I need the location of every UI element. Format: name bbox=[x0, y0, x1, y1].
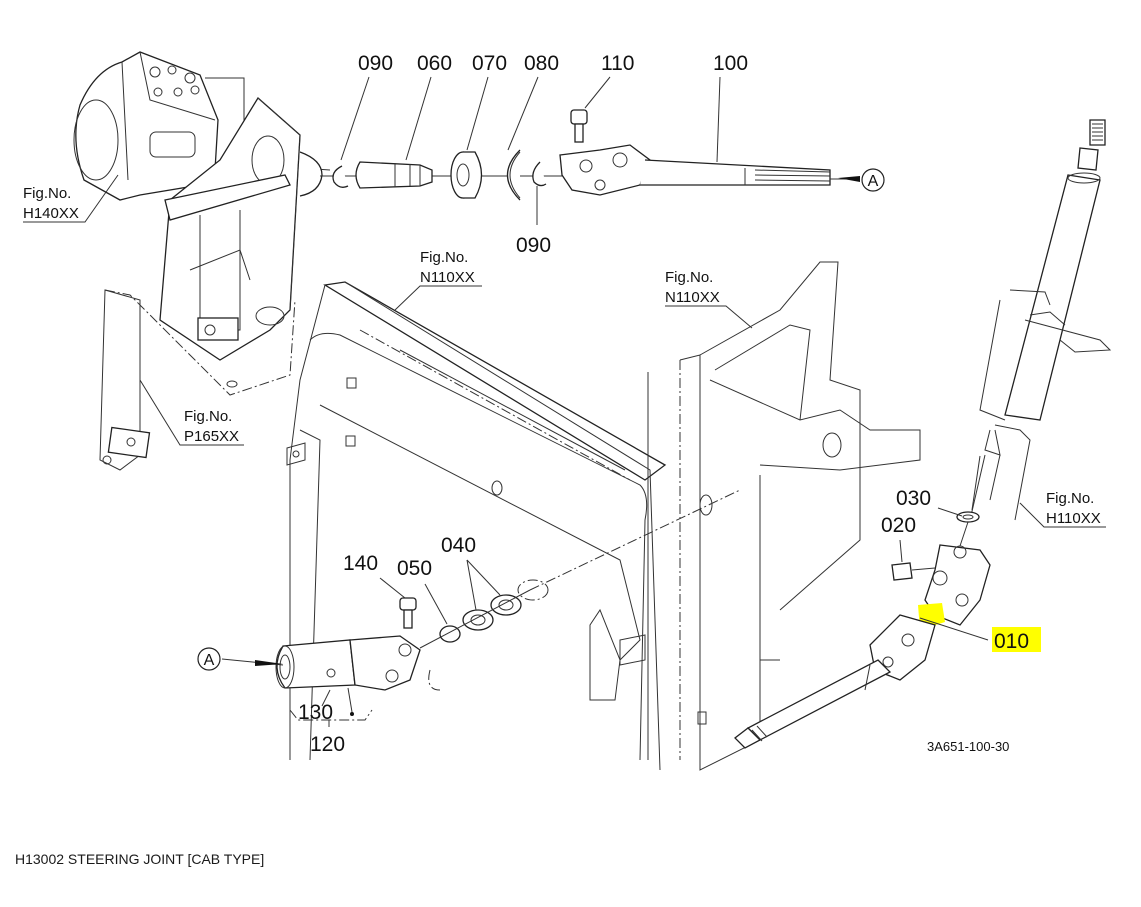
figure-ref-code: P165XX bbox=[184, 428, 239, 445]
part-label-070[interactable]: 070 bbox=[472, 52, 507, 75]
cab-frame-drawing bbox=[286, 281, 667, 771]
part-labels: 090 060 070 080 110 100 090 140 050 040 … bbox=[298, 52, 1041, 756]
part-label-090-bottom[interactable]: 090 bbox=[516, 234, 551, 257]
steering-column-drawing bbox=[969, 119, 1112, 521]
part-label-050[interactable]: 050 bbox=[397, 557, 432, 580]
part-label-040[interactable]: 040 bbox=[441, 534, 476, 557]
part-label-100[interactable]: 100 bbox=[713, 52, 748, 75]
connector-a-bottom: A bbox=[197, 647, 221, 671]
part-label-080[interactable]: 080 bbox=[524, 52, 559, 75]
figure-ref-prefix: Fig.No. bbox=[184, 408, 232, 425]
lower-left-joint-drawing bbox=[221, 579, 549, 691]
figure-ref-code: N110XX bbox=[665, 289, 720, 306]
connector-a-bottom-label: A bbox=[204, 652, 215, 669]
figure-ref-code: N110XX bbox=[420, 269, 475, 286]
figure-ref-prefix: Fig.No. bbox=[1046, 490, 1094, 507]
figure-ref-n110xx-right[interactable]: Fig.No. N110XX bbox=[665, 269, 753, 329]
part-label-010-highlight bbox=[992, 627, 1041, 652]
connector-a-top: A bbox=[861, 168, 885, 192]
figure-ref-h110xx[interactable]: Fig.No. H110XX bbox=[1019, 490, 1106, 528]
part-label-140[interactable]: 140 bbox=[343, 552, 378, 575]
diagram-caption: H13002 STEERING JOINT [CAB TYPE] bbox=[15, 851, 265, 867]
figure-ref-prefix: Fig.No. bbox=[665, 269, 713, 286]
part-label-130[interactable]: 130 bbox=[298, 701, 333, 724]
part-label-010[interactable]: 010 bbox=[994, 630, 1029, 653]
figure-ref-prefix: Fig.No. bbox=[420, 249, 468, 266]
figure-ref-prefix: Fig.No. bbox=[23, 185, 71, 202]
steering-unit-drawing bbox=[73, 51, 331, 471]
leader-lines bbox=[289, 76, 989, 727]
part-label-090-top[interactable]: 090 bbox=[358, 52, 393, 75]
part-label-110[interactable]: 110 bbox=[601, 52, 634, 75]
figure-ref-n110xx-left[interactable]: Fig.No. N110XX bbox=[394, 249, 482, 311]
part-label-120[interactable]: 120 bbox=[310, 733, 345, 756]
dash-bracket-drawing bbox=[529, 261, 921, 771]
upper-shaft-assembly-drawing bbox=[320, 109, 860, 201]
part-label-030[interactable]: 030 bbox=[896, 487, 931, 510]
connector-a-top-label: A bbox=[868, 173, 879, 190]
figure-ref-h140xx[interactable]: Fig.No. H140XX bbox=[23, 174, 119, 223]
figure-ref-code: H140XX bbox=[23, 205, 79, 222]
drawing-number: 3A651-100-30 bbox=[927, 739, 1009, 754]
figure-ref-p165xx[interactable]: Fig.No. P165XX bbox=[139, 379, 244, 446]
part-label-020[interactable]: 020 bbox=[881, 514, 916, 537]
part-label-060[interactable]: 060 bbox=[417, 52, 452, 75]
figure-ref-code: H110XX bbox=[1046, 510, 1101, 527]
lower-joint-010-drawing bbox=[734, 455, 991, 749]
